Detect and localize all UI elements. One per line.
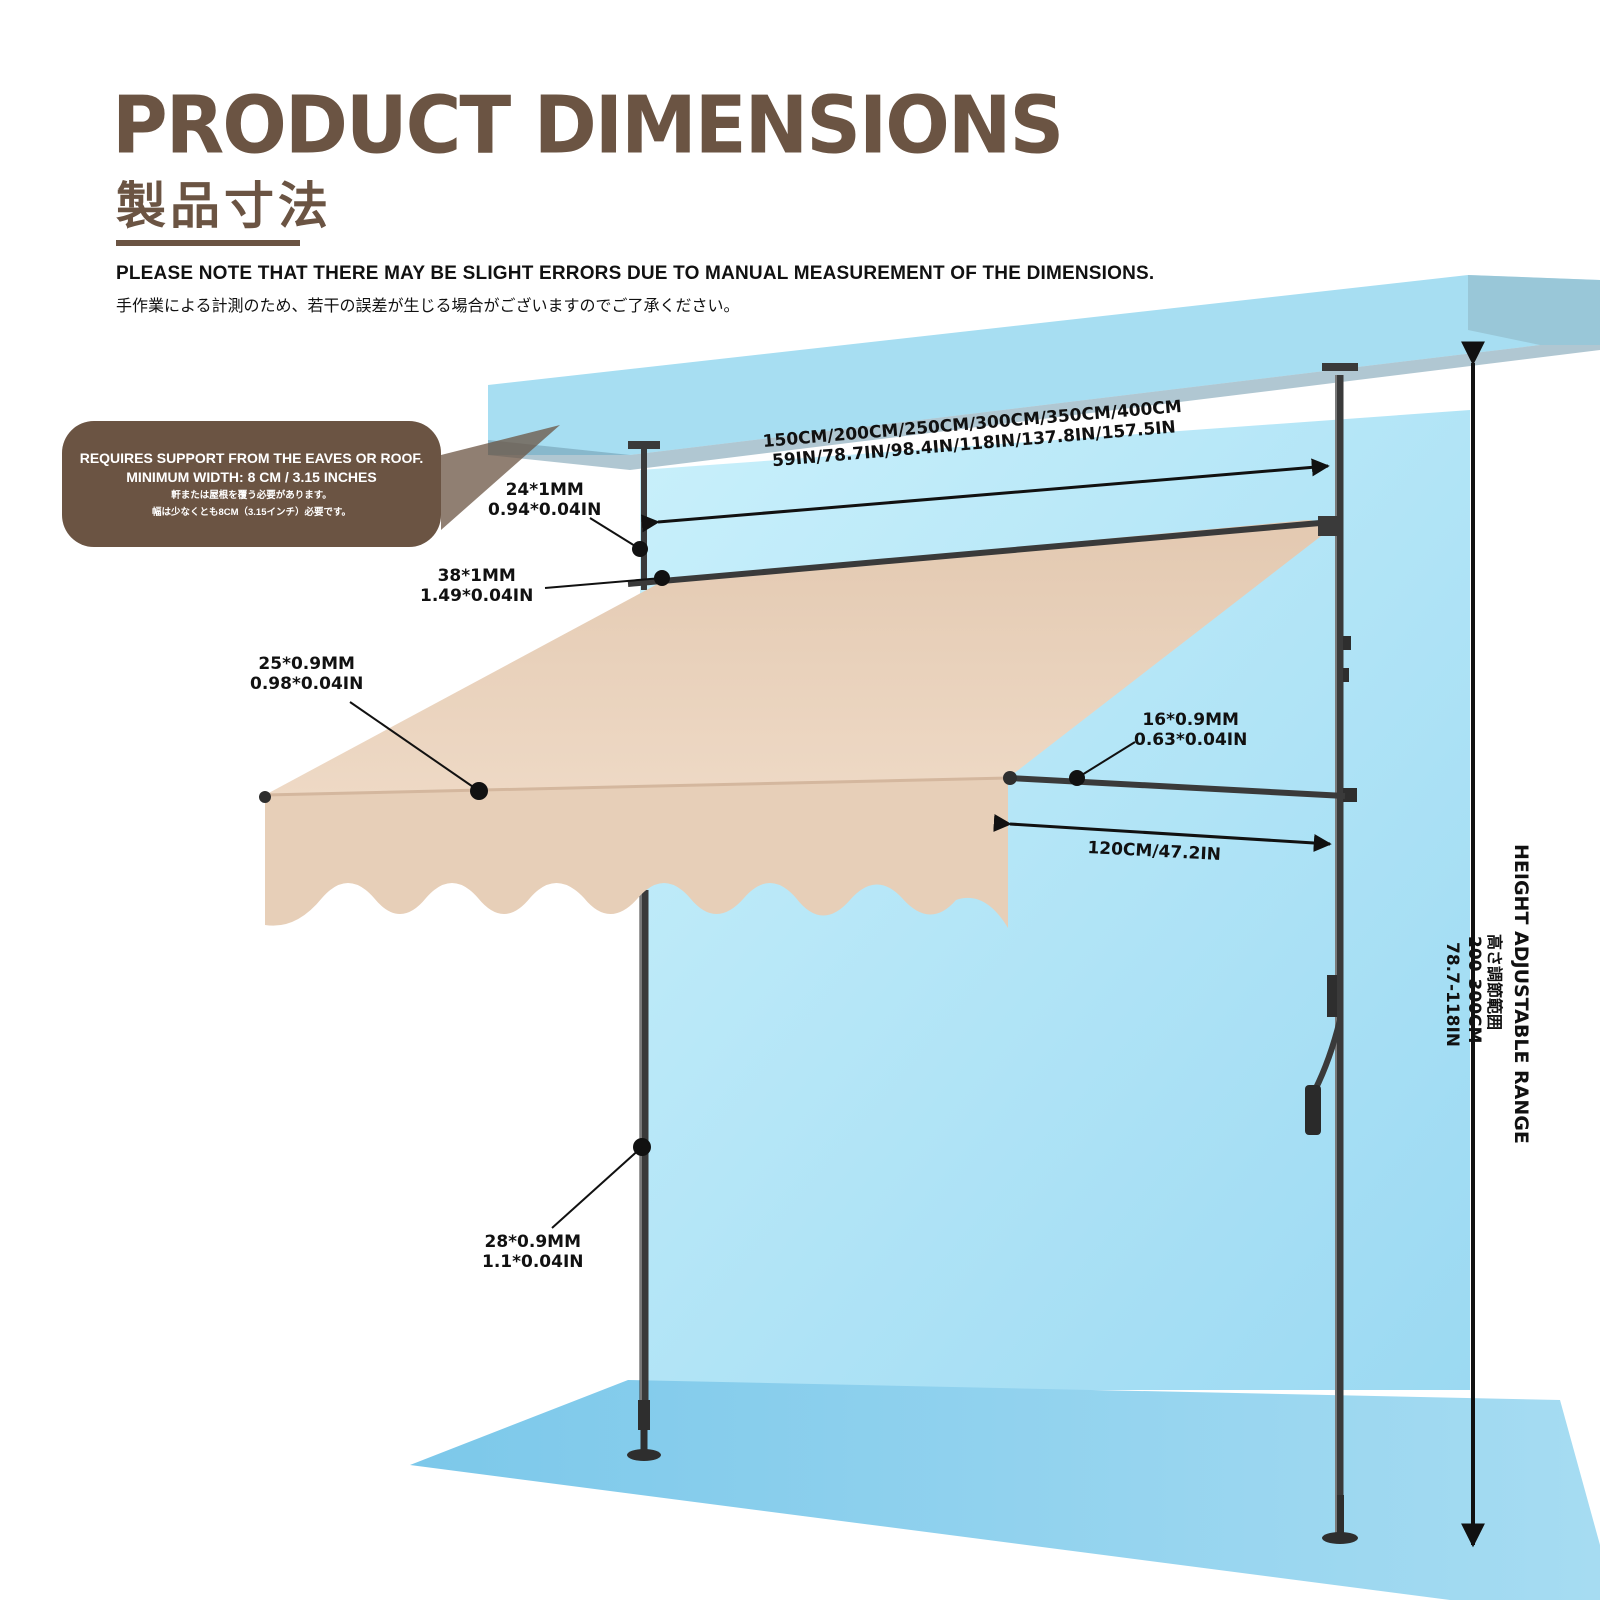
roller-bar: [627, 520, 1321, 587]
right-pole-foot: [1322, 1532, 1358, 1544]
leader-pole: [551, 1146, 643, 1229]
callout-line-4: 幅は少なくとも8CM（3.15インチ）必要です。: [151, 507, 352, 518]
page-title: PRODUCT DIMENSIONS: [112, 78, 1064, 172]
arm-bracket: [1343, 788, 1357, 802]
width-arrow: [641, 458, 1330, 533]
front-bar-in: 0.98*0.04IN: [250, 674, 364, 694]
crank-bracket: [1327, 975, 1337, 1017]
crank-grip: [1305, 1085, 1321, 1135]
roller-mm: 38*1MM: [437, 566, 516, 586]
leader-front-bar: [349, 701, 480, 792]
top-pole-mm: 24*1MM: [505, 480, 584, 500]
measurement-note-en: PLEASE NOTE THAT THERE MAY BE SLIGHT ERR…: [116, 263, 1155, 284]
projection-arrow: [993, 814, 1332, 852]
leader-top-pole: [589, 517, 641, 550]
title-underline: [116, 240, 300, 246]
pole-in: 1.1*0.04IN: [482, 1252, 584, 1272]
arm-in: 0.63*0.04IN: [1134, 730, 1248, 750]
measurement-note-jp: 手作業による計測のため、若干の誤差が生じる場合がございますのでご了承ください。: [116, 298, 740, 315]
crank-handle: [1312, 1019, 1343, 1092]
arm-mm: 16*0.9MM: [1142, 710, 1239, 730]
leader-arm: [1076, 741, 1136, 779]
roller-in: 1.49*0.04IN: [420, 586, 534, 606]
page-subtitle-jp: 製品寸法: [116, 177, 332, 235]
callout-line-2: MINIMUM WIDTH: 8 CM / 3.15 INCHES: [126, 469, 377, 485]
eave: [488, 275, 1600, 455]
callout-line-1: REQUIRES SUPPORT FROM THE EAVES OR ROOF.: [79, 450, 424, 466]
canopy: [265, 520, 1338, 795]
arm-label: 16*0.9MM 0.63*0.04IN: [1134, 710, 1247, 750]
roller-label: 38*1MM 1.49*0.04IN: [420, 566, 533, 606]
front-bar-mm: 25*0.9MM: [258, 654, 355, 674]
support-callout: REQUIRES SUPPORT FROM THE EAVES OR ROOF.…: [62, 421, 441, 547]
support-arm: [1009, 775, 1346, 799]
top-pole-label: 24*1MM 0.94*0.04IN: [488, 480, 601, 520]
right-pole-top-plate: [1322, 363, 1358, 371]
leader-roller: [544, 577, 663, 589]
front-bar-label: 25*0.9MM 0.98*0.04IN: [250, 654, 363, 694]
top-pole-in: 0.94*0.04IN: [488, 500, 602, 520]
pole-label: 28*0.9MM 1.1*0.04IN: [482, 1232, 584, 1272]
height-label-in: 78.7-118IN: [1442, 942, 1462, 1048]
pole-mm: 28*0.9MM: [484, 1232, 582, 1252]
eave-side: [1468, 275, 1600, 345]
eave-underside: [488, 345, 1600, 470]
callout-pointer: [441, 425, 560, 530]
callout-line-3: 軒または屋根を覆う必要があります。: [171, 490, 332, 501]
height-label-cm: 200-300CM: [1464, 936, 1484, 1044]
height-label-jp: 高さ調節範囲: [1485, 934, 1504, 1031]
height-label-en: HEIGHT ADJUSTABLE RANGE: [1510, 844, 1532, 1144]
floor: [410, 1380, 1600, 1600]
canopy-valance: [265, 778, 1008, 928]
